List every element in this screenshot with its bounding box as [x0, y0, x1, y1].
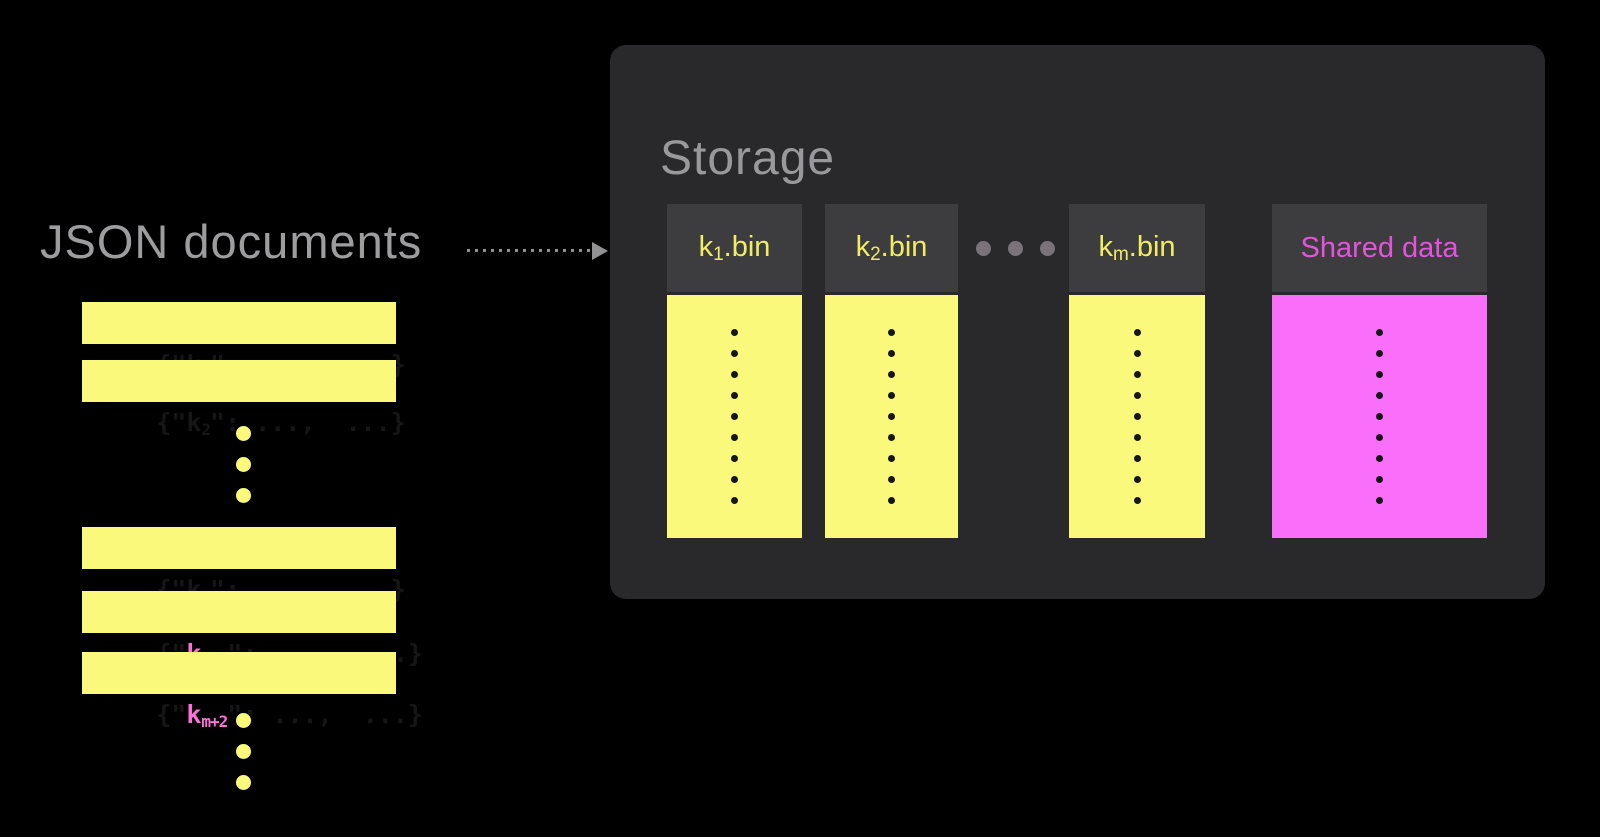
dot — [236, 488, 251, 503]
dot — [888, 413, 895, 420]
doc-key-subscript: 2 — [201, 420, 211, 439]
dot — [888, 434, 895, 441]
doc-text-open: {" — [156, 700, 187, 729]
json-document-bar-km2: {"km+2": ..., ...} — [82, 652, 423, 731]
documents-to-storage-arrow-head — [592, 242, 608, 260]
dot — [1133, 497, 1141, 504]
storage-title: Storage — [660, 132, 836, 185]
doc-key-subscript: m+2 — [201, 712, 228, 731]
dot — [236, 457, 251, 472]
bin-body-k1 — [667, 295, 802, 538]
dot — [1376, 455, 1383, 462]
dot — [731, 350, 738, 357]
doc-key: km+2 — [186, 700, 228, 731]
dot — [731, 434, 738, 441]
documents-to-storage-arrow-line — [467, 249, 593, 252]
dot — [1133, 434, 1141, 441]
bin-body-k2 — [825, 295, 958, 538]
dot — [1008, 241, 1023, 256]
dot — [888, 371, 895, 378]
documents-ellipsis-bottom — [236, 713, 251, 806]
dot — [1133, 413, 1141, 420]
dot — [1376, 413, 1383, 420]
dot — [731, 392, 738, 399]
dot — [1133, 350, 1141, 357]
bin-header-km: km.bin — [1069, 204, 1205, 292]
dot — [1040, 241, 1055, 256]
dot — [888, 455, 895, 462]
dot — [236, 713, 251, 728]
dot — [236, 744, 251, 759]
dot — [731, 455, 738, 462]
dot — [236, 775, 251, 790]
dot — [1133, 476, 1141, 483]
storage-panel: Storage k1.bin k2.bin km.bin Shared data — [610, 45, 1545, 599]
documents-ellipsis-middle — [236, 426, 251, 519]
bin-body-km — [1069, 295, 1205, 538]
doc-key: k2 — [186, 408, 211, 439]
dot — [1133, 455, 1141, 462]
dot — [1376, 434, 1383, 441]
doc-text-close: ": ..., ...} — [227, 700, 423, 729]
dot — [1133, 392, 1141, 399]
bin-body-shared-data — [1272, 295, 1487, 538]
json-document-bar-k1: {"k1": ..., ...} — [82, 302, 406, 381]
bin-header-shared-data: Shared data — [1272, 204, 1487, 292]
dot — [888, 497, 895, 504]
bin-label-subscript: 1 — [713, 243, 724, 265]
dot — [888, 476, 895, 483]
bins-ellipsis — [976, 241, 1055, 256]
bin-column-k1: k1.bin — [667, 204, 802, 538]
json-document-bar-km1: {"km+1": ..., ...} — [82, 591, 423, 670]
dot — [1133, 329, 1141, 336]
dot — [1376, 329, 1383, 336]
dot — [731, 476, 738, 483]
dot — [731, 329, 738, 336]
doc-text-close: ": ..., ...} — [210, 408, 406, 437]
dot — [731, 371, 738, 378]
dot — [1376, 476, 1383, 483]
dot — [1376, 350, 1383, 357]
bin-label-subscript: m — [1112, 243, 1129, 265]
bin-column-shared-data: Shared data — [1272, 204, 1487, 538]
dot — [888, 329, 895, 336]
bin-header-k1: k1.bin — [667, 204, 802, 292]
bin-column-km: km.bin — [1069, 204, 1205, 538]
bin-column-k2: k2.bin — [825, 204, 958, 538]
dot — [888, 392, 895, 399]
json-document-bar-k2: {"k2": ..., ...} — [82, 360, 406, 439]
dot — [976, 241, 991, 256]
doc-text-open: {" — [156, 408, 187, 437]
dot — [1376, 371, 1383, 378]
dot — [731, 413, 738, 420]
json-document-bar-km: {"km": ..., ...} — [82, 527, 406, 606]
dot — [1133, 371, 1141, 378]
dot — [1376, 392, 1383, 399]
dot — [731, 497, 738, 504]
dot — [236, 426, 251, 441]
json-documents-label: JSON documents — [40, 215, 423, 268]
dot — [888, 350, 895, 357]
bin-label-subscript: 2 — [870, 243, 881, 265]
bin-header-k2: k2.bin — [825, 204, 958, 292]
dot — [1376, 497, 1383, 504]
